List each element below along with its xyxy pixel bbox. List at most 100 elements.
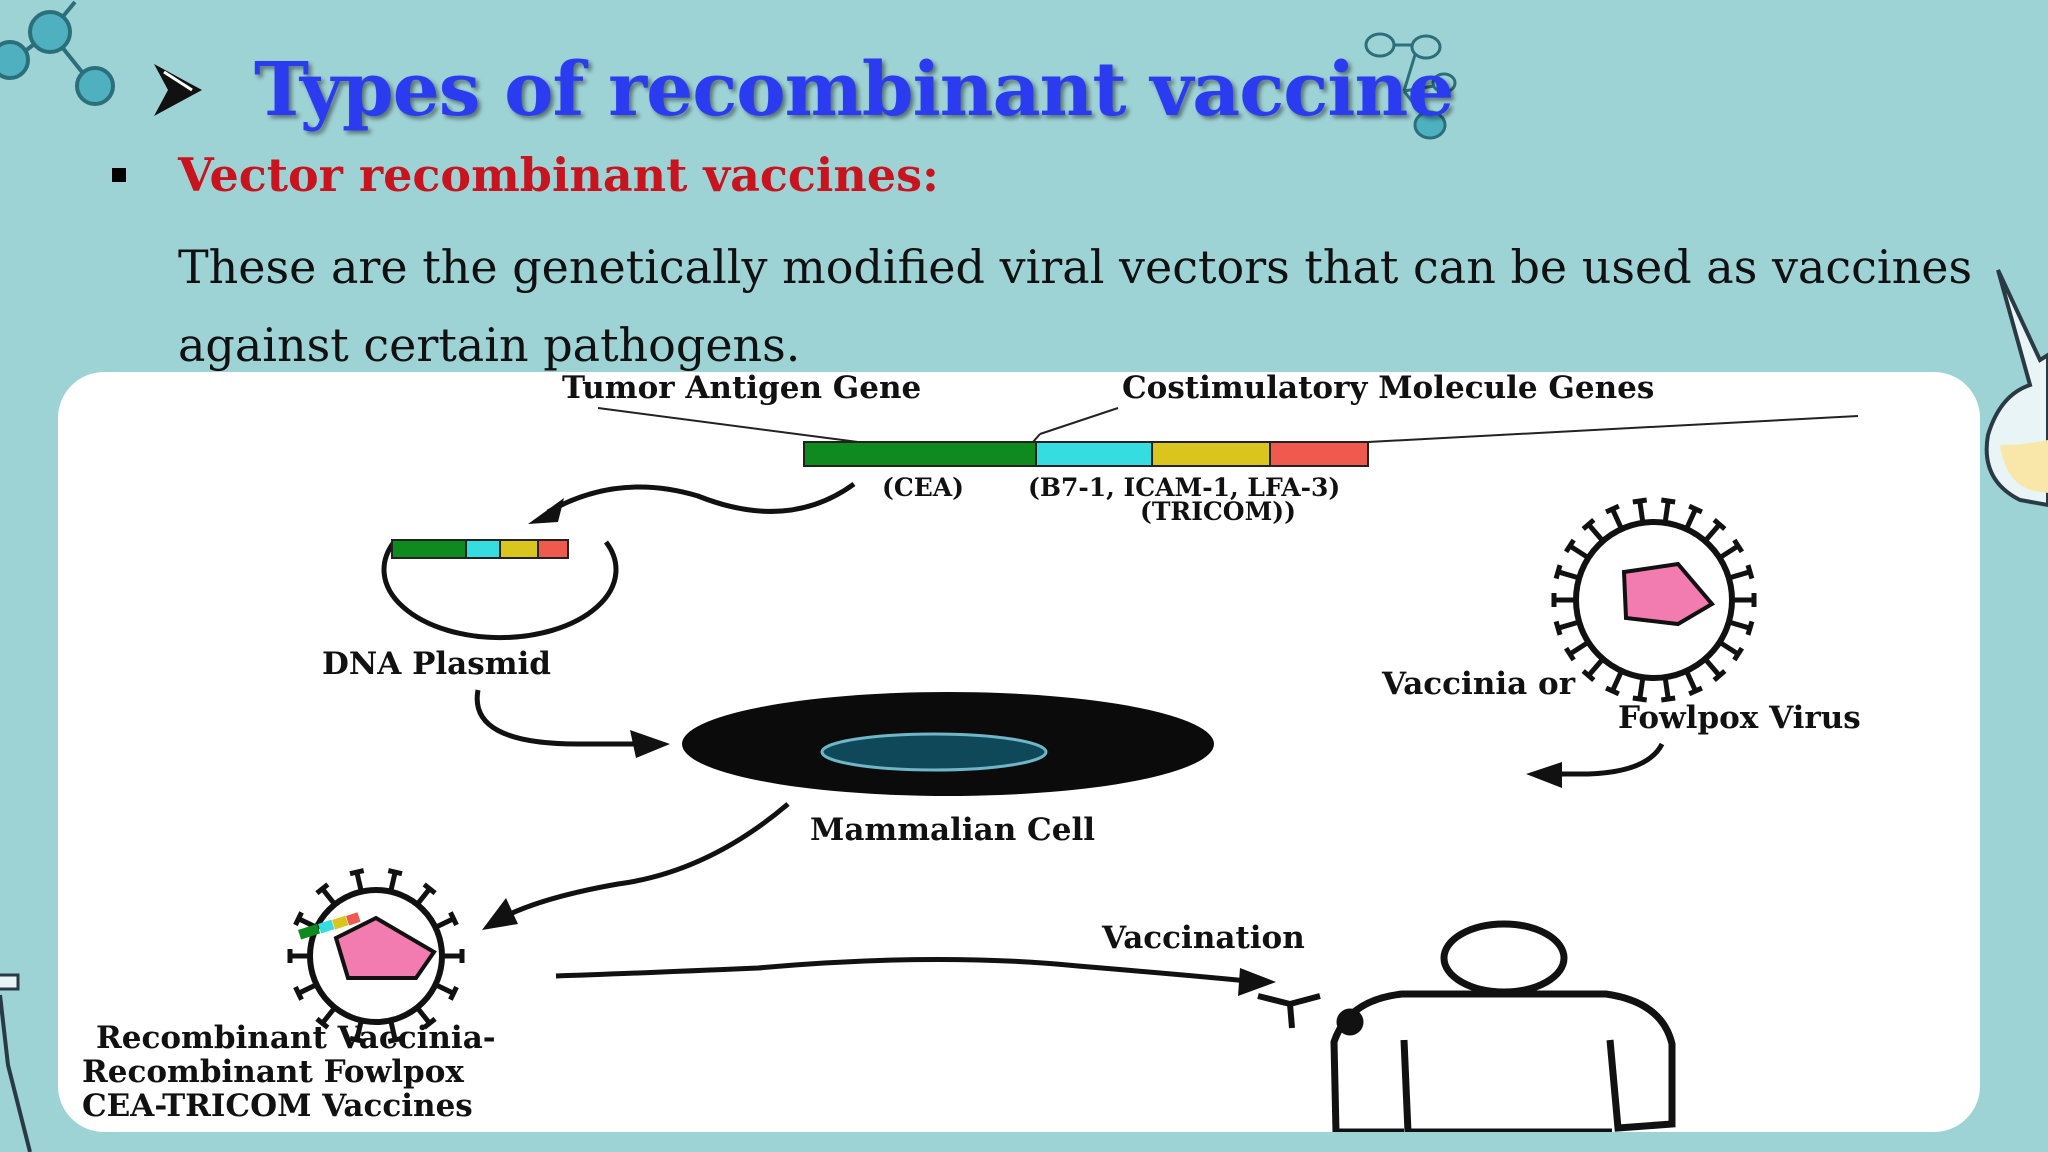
title-row: Types of recombinant vaccine <box>150 40 1454 140</box>
virus-spike-tip <box>1660 497 1676 505</box>
b7-list-label: (B7-1, ICAM-1, LFA-3) <box>1028 473 1340 502</box>
virus-spike-tip <box>387 1035 403 1044</box>
virus-spike <box>1728 619 1751 631</box>
virus-spike <box>434 916 455 930</box>
virus-spike-tip <box>1660 695 1676 703</box>
virus-spike <box>354 1019 364 1041</box>
virus-spike-tip <box>1688 503 1703 515</box>
virus-spike-tip <box>1553 564 1563 580</box>
virus-spike-tip <box>315 1016 330 1030</box>
fowlpox-virus-label: Fowlpox Virus <box>1618 700 1861 736</box>
virus-spike-tip <box>1581 669 1596 683</box>
molecule-decoration-icon <box>0 0 115 106</box>
virus-spike-tip <box>1581 517 1596 531</box>
virus-spike-tip <box>1632 695 1648 703</box>
virus-spike <box>1610 669 1624 693</box>
gene-construct-bar <box>803 441 1369 467</box>
virus-spike <box>320 887 337 906</box>
virus-spike-tip <box>315 882 330 896</box>
arrow-head-icon <box>1526 762 1562 788</box>
virus-spike-tip <box>387 868 403 877</box>
virus-spike <box>1586 522 1605 543</box>
virus-spike-tip <box>1732 646 1745 662</box>
vaccination-label: Vaccination <box>1101 920 1305 956</box>
virus-spike <box>1557 619 1580 631</box>
syringe-icon <box>1257 993 1321 1029</box>
arrow-head-icon <box>482 898 518 930</box>
dna-plasmid-label: DNA Plasmid <box>322 646 551 682</box>
virus-spike-tip <box>1712 669 1727 683</box>
virus-spike <box>1662 676 1671 700</box>
vaccinia-virus-icon <box>1551 497 1757 703</box>
arrow-head-icon <box>528 498 564 524</box>
virus-spike-tip <box>422 882 437 896</box>
virus-spike-tip <box>448 985 459 1001</box>
virus-spike <box>354 871 364 893</box>
virus-spike <box>388 871 398 893</box>
virus-spike <box>1703 657 1722 678</box>
costimulatory-genes-label: Costimulatory Molecule Genes <box>1122 372 1654 406</box>
virus-spike <box>297 982 318 996</box>
description-paragraph: These are the genetically modified viral… <box>178 228 1978 384</box>
person-icon <box>1330 920 1676 1132</box>
virus-spike <box>415 1006 432 1025</box>
cea-label: (CEA) <box>882 473 964 502</box>
tumor-antigen-gene-label: Tumor Antigen Gene <box>562 372 921 406</box>
virus-spike <box>434 982 455 996</box>
virus-spike <box>1637 676 1646 700</box>
recombinant-line-3: CEA-TRICOM Vaccines <box>82 1088 473 1124</box>
virus-spike-tip <box>1605 503 1620 515</box>
vaccinia-or-label: Vaccinia or <box>1381 666 1576 702</box>
virus-spike <box>1718 640 1740 657</box>
slide-title: Types of recombinant vaccine <box>254 47 1454 133</box>
virus-spike-tip <box>1563 646 1576 662</box>
square-bullet-icon <box>112 168 126 182</box>
slide-subtitle: Vector recombinant vaccines: <box>178 148 939 202</box>
virus-spike-tip <box>1745 620 1755 636</box>
virus-spike <box>1662 500 1671 524</box>
virus-spike-tip <box>422 1016 437 1030</box>
recombinant-line-1: Recombinant Vaccinia- <box>96 1020 496 1056</box>
virus-spike <box>1557 569 1580 581</box>
virus-spike-tip <box>349 868 365 877</box>
virus-spike <box>1637 500 1646 524</box>
virus-spike <box>415 887 432 906</box>
arrow-head-icon <box>1238 968 1276 996</box>
virus-spike <box>1703 522 1722 543</box>
virus-spike-tip <box>1553 620 1563 636</box>
virus-spike-tip <box>1632 497 1648 505</box>
dna-plasmid-icon <box>381 539 619 641</box>
virus-spike <box>1684 507 1698 531</box>
virus-spike <box>1610 507 1624 531</box>
virus-spike <box>320 1006 337 1025</box>
virus-spike-tip <box>1712 517 1727 531</box>
virus-spike-tip <box>293 985 304 1001</box>
virus-spike-tip <box>1688 685 1703 697</box>
paragraph-line: against certain pathogens. <box>178 318 801 372</box>
virus-spike-tip <box>1732 538 1745 554</box>
flask-decoration-icon <box>1984 269 2048 508</box>
paragraph-line: These are the genetically modified viral… <box>178 240 1973 294</box>
tricom-label: (TRICOM)) <box>1140 497 1296 526</box>
virus-spike-tip <box>448 911 459 927</box>
virus-spike <box>1684 669 1698 693</box>
test-tube-decoration-icon <box>0 973 32 1152</box>
molecule-decoration-icon <box>1364 32 1457 140</box>
virus-spike-tip <box>1563 538 1576 554</box>
mammalian-cell-label: Mammalian Cell <box>810 812 1095 848</box>
virus-spike-tip <box>1605 685 1620 697</box>
virus-spike <box>1718 543 1740 560</box>
mammalian-cell-icon <box>682 692 1214 796</box>
arrow-head-icon <box>630 730 670 758</box>
virus-spike <box>1568 640 1590 657</box>
recombinant-virus-icon <box>287 868 465 1044</box>
virus-spike-tip <box>293 911 304 927</box>
virus-spike <box>1728 569 1751 581</box>
virus-spike-tip <box>349 1035 365 1044</box>
recombinant-line-2: Recombinant Fowlpox <box>82 1054 464 1090</box>
virus-spike-tip <box>1745 564 1755 580</box>
subtitle-row: Vector recombinant vaccines: <box>112 148 939 202</box>
vaccine-diagram: Tumor Antigen Gene Costimulatory Molecul… <box>58 372 1980 1132</box>
arrow-bullet-icon <box>154 64 202 116</box>
virus-spike <box>1586 657 1605 678</box>
